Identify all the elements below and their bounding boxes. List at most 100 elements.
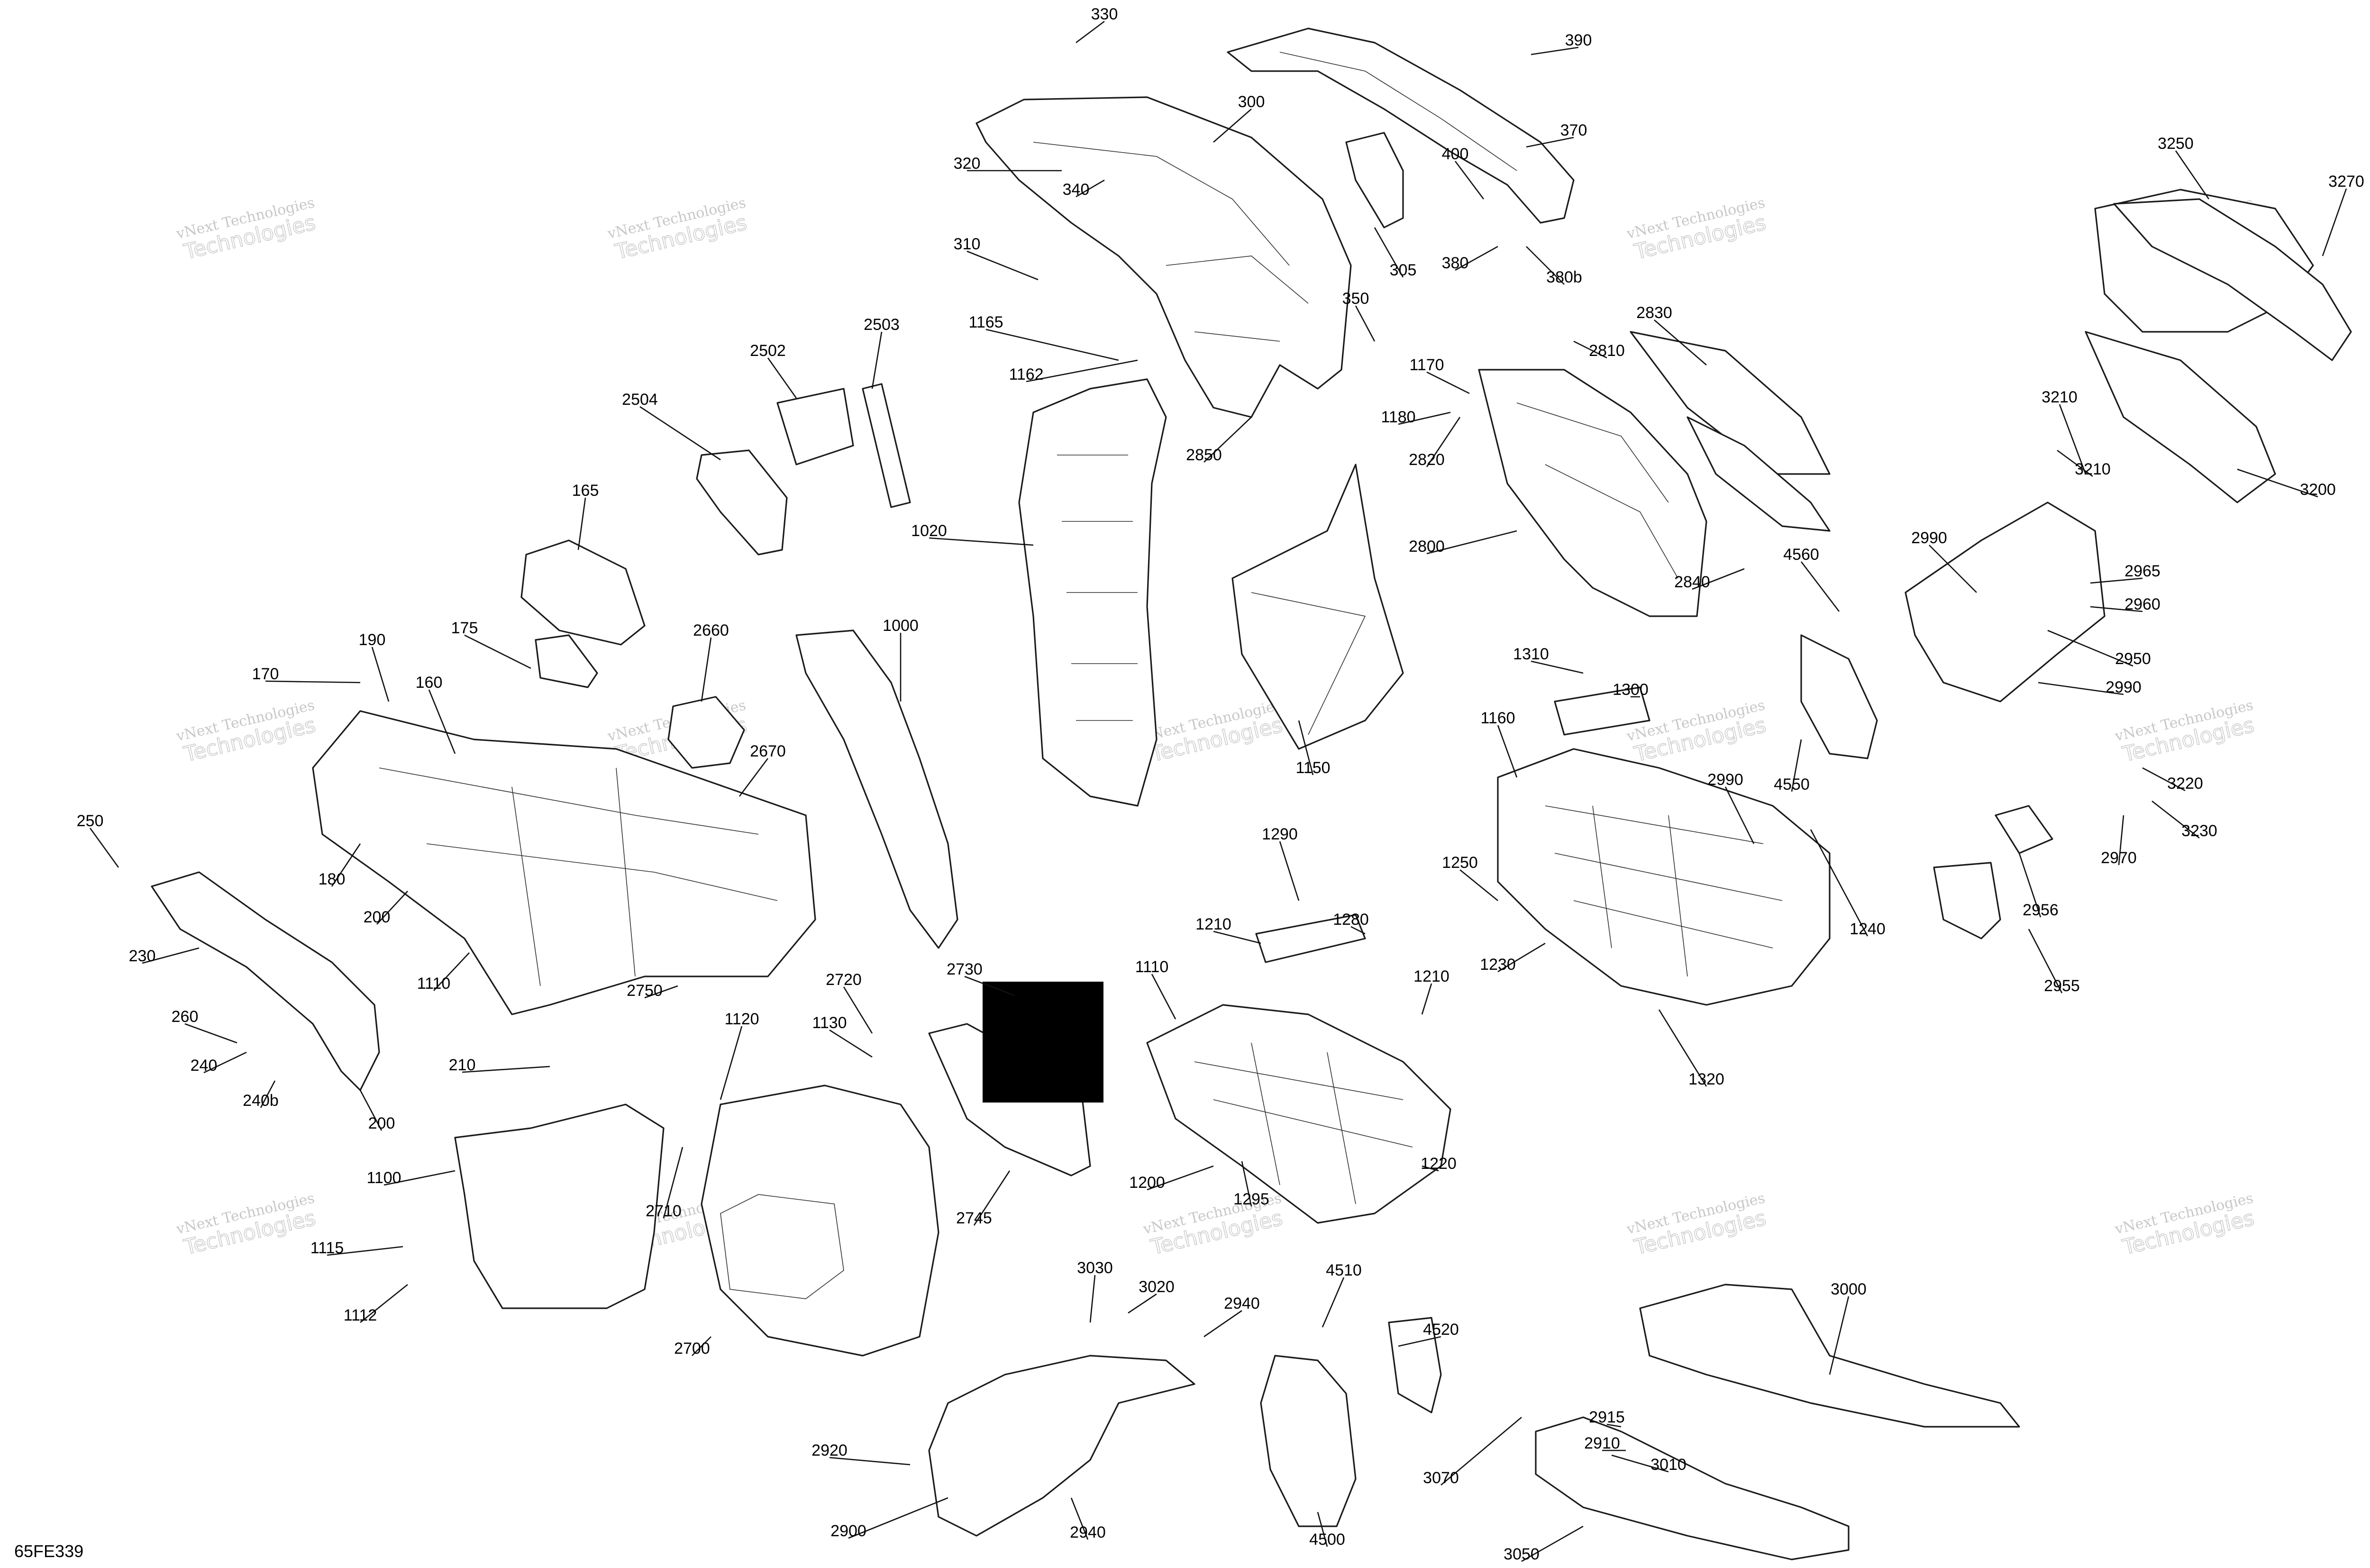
leader-line xyxy=(966,250,1039,281)
leader-line xyxy=(692,1336,711,1356)
part-number-label: 1200 xyxy=(1129,1174,1165,1192)
leader-line xyxy=(1374,227,1404,278)
leader-line xyxy=(964,975,1015,996)
leader-line xyxy=(433,952,470,991)
leader-line xyxy=(1800,561,1840,612)
part-number-label: 3030 xyxy=(1077,1259,1113,1277)
part-number-label: 3200 xyxy=(2300,481,2336,499)
leader-line xyxy=(1459,869,1498,902)
part-number-label: 190 xyxy=(359,631,386,649)
leader-line xyxy=(383,1170,456,1186)
leader-line xyxy=(1531,660,1584,674)
leader-line xyxy=(1421,983,1432,1015)
leader-line xyxy=(1203,1310,1242,1338)
leader-line xyxy=(1422,1165,1439,1172)
part-number-label: 1280 xyxy=(1333,911,1369,929)
part-number-label: 250 xyxy=(77,812,104,830)
part-number-label: 1320 xyxy=(1688,1070,1724,1088)
image-placeholder xyxy=(983,982,1103,1103)
part-number-label: 1250 xyxy=(1442,854,1478,872)
part-number-label: 1240 xyxy=(1850,920,1886,938)
leader-line xyxy=(428,689,456,754)
leader-line xyxy=(1089,1275,1096,1323)
leader-line xyxy=(663,1147,684,1219)
leader-line xyxy=(1426,417,1461,467)
part-number-label: 2956 xyxy=(2023,901,2059,919)
part-number-label: 3210 xyxy=(2075,460,2111,478)
leader-line xyxy=(1241,1161,1252,1207)
part-number-label: 4510 xyxy=(1326,1261,1362,1279)
leader-line xyxy=(1213,109,1252,143)
leader-line xyxy=(2090,606,2143,612)
leader-line xyxy=(2151,800,2200,839)
leader-line xyxy=(2118,815,2124,866)
leader-line xyxy=(327,1246,403,1256)
part-number-label: 3250 xyxy=(2158,135,2194,153)
part-number-label: 2504 xyxy=(622,391,658,409)
leader-line xyxy=(1213,930,1261,944)
part-number-label: 3010 xyxy=(1650,1456,1686,1474)
part-number-label: 4520 xyxy=(1423,1321,1459,1339)
leader-line xyxy=(1724,786,1755,844)
part-number-label: 390 xyxy=(1565,31,1592,49)
leader-line xyxy=(701,637,712,702)
part-number-label: 2965 xyxy=(2124,562,2160,580)
part-number-label: 2830 xyxy=(1636,304,1672,322)
part-top-bar xyxy=(1227,27,1575,224)
leader-line xyxy=(2322,188,2347,256)
leader-line xyxy=(1298,720,1314,775)
part-number-label: 200 xyxy=(368,1114,395,1132)
part-number-label: 330 xyxy=(1091,5,1118,23)
leader-line xyxy=(1076,20,1105,44)
parts-layer xyxy=(151,27,2352,1560)
part-number-label: 2990 xyxy=(1911,529,1947,547)
part-number-label: 2730 xyxy=(947,960,983,978)
part-number-label: 1295 xyxy=(1233,1190,1269,1208)
leader-line xyxy=(1398,1336,1441,1347)
leader-line xyxy=(767,357,797,399)
leader-line xyxy=(2090,577,2143,584)
leader-line xyxy=(1829,1296,1850,1375)
part-fender-rear xyxy=(1478,369,1707,617)
part-number-label: 2720 xyxy=(826,971,862,989)
leader-line xyxy=(1497,725,1518,778)
leader-line xyxy=(2175,150,2210,200)
leader-line xyxy=(1076,179,1105,198)
leader-line xyxy=(359,1090,383,1131)
leader-line xyxy=(738,758,769,797)
part-center-console xyxy=(1497,748,1831,1006)
part-number-label: 1110 xyxy=(1135,958,1169,976)
part-number-label: 1230 xyxy=(1480,956,1516,974)
part-side-pod xyxy=(312,710,816,1015)
part-number-label: 4560 xyxy=(1783,546,1819,564)
part-number-label: 1020 xyxy=(911,522,947,540)
part-number-label: 3020 xyxy=(1139,1278,1175,1296)
part-number-label: 170 xyxy=(252,665,279,683)
part-number-label: 3270 xyxy=(2328,173,2364,191)
leader-line xyxy=(2028,929,2063,994)
part-number-label: 370 xyxy=(1560,121,1587,139)
part-number-label: 2810 xyxy=(1589,342,1625,360)
part-number-label: 3220 xyxy=(2167,775,2203,793)
part-number-label: 1120 xyxy=(724,1010,759,1028)
part-number-label: 380b xyxy=(1546,268,1582,286)
part-number-label: 2940 xyxy=(1070,1523,1106,1541)
leader-line xyxy=(1606,1423,1622,1428)
part-rear-bar xyxy=(2113,198,2352,361)
leader-line xyxy=(848,1497,948,1539)
leader-line xyxy=(644,985,678,999)
part-number-label: 2670 xyxy=(750,742,786,760)
part-number-label: 1110 xyxy=(417,975,451,993)
part-number-label: 320 xyxy=(954,155,981,173)
part-number-label: 2750 xyxy=(627,982,663,1000)
part-number-label: 2915 xyxy=(1589,1408,1625,1426)
leader-line xyxy=(1658,1009,1707,1087)
leader-line xyxy=(203,1051,247,1074)
diagram-code: 65FE339 xyxy=(14,1541,83,1561)
part-number-label: 2990 xyxy=(1707,771,1743,789)
leader-line xyxy=(1317,1512,1328,1547)
